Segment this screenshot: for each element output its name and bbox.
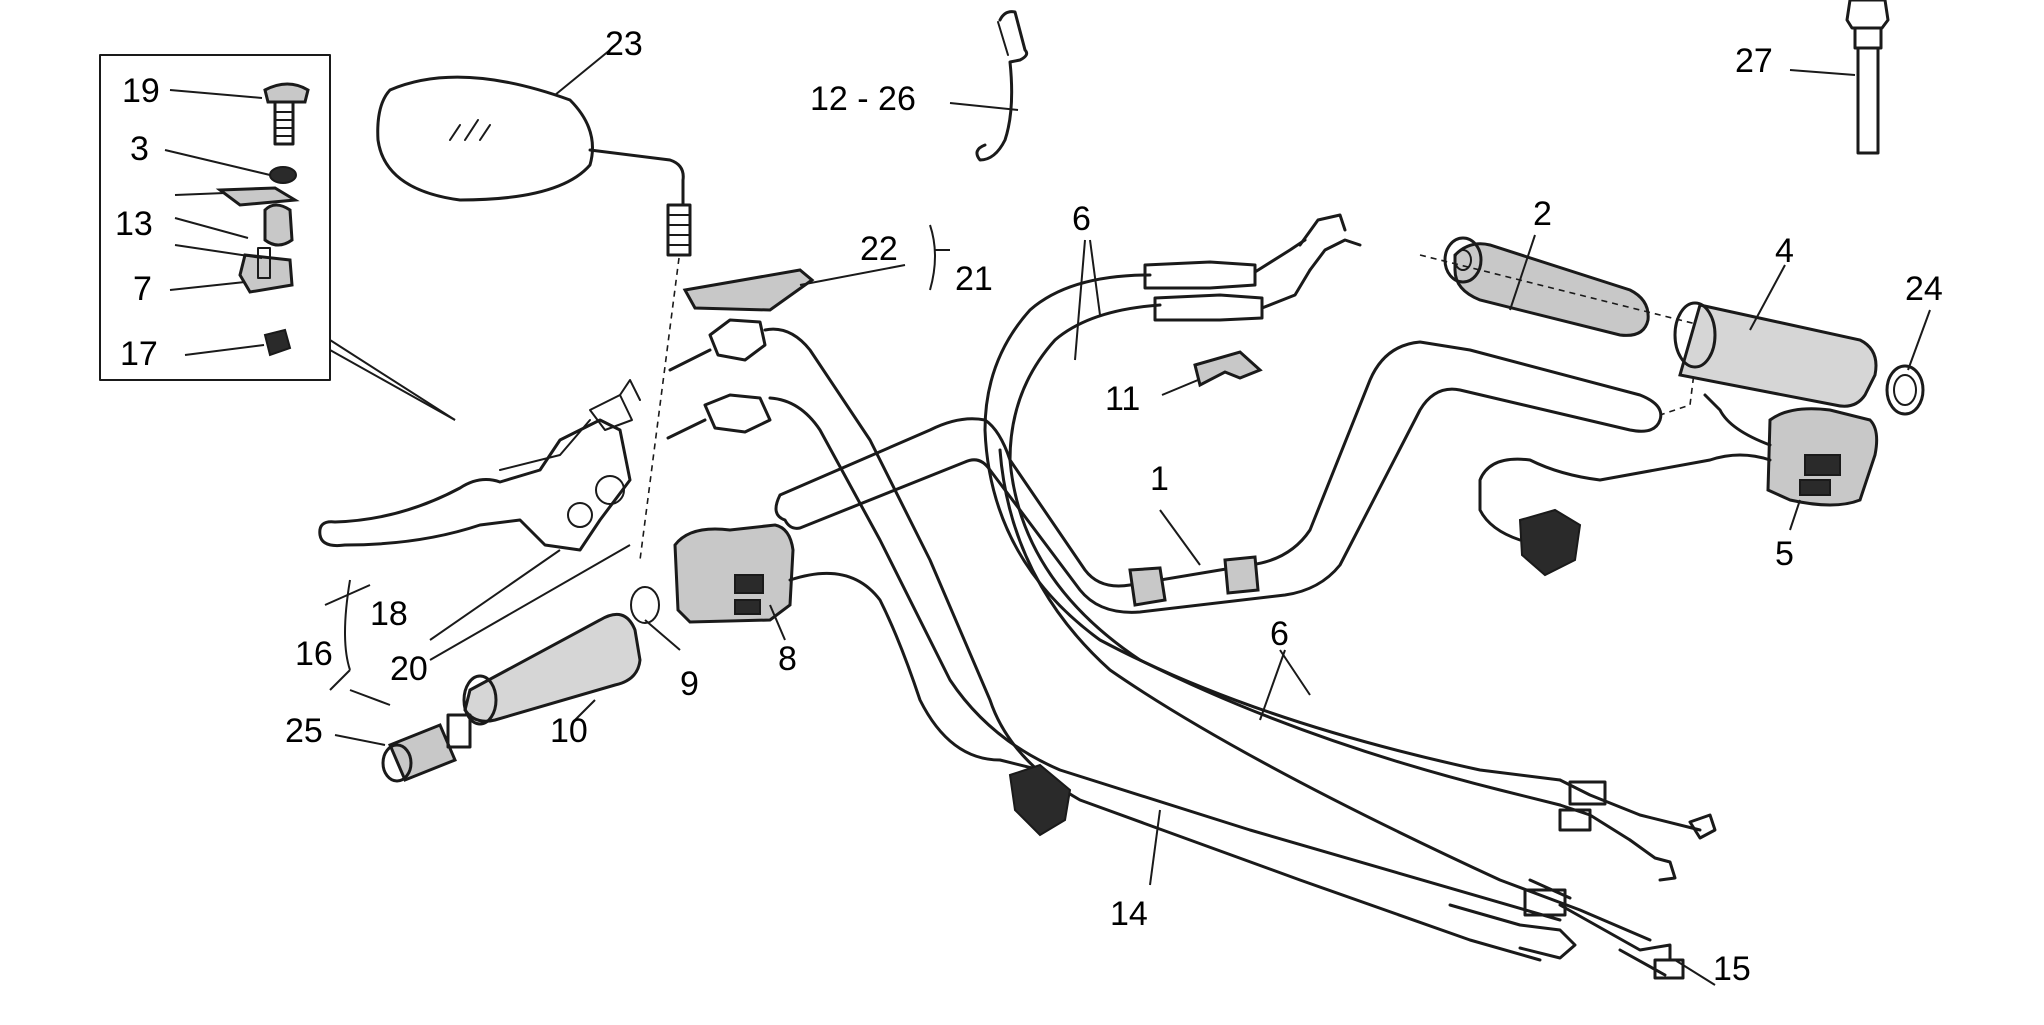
callout-22: 22: [860, 230, 898, 268]
switch-block-8: [673, 523, 1072, 837]
callout-12-26: 12 - 26: [810, 80, 916, 118]
callout-11: 11: [1105, 380, 1140, 418]
callout-16: 16: [295, 635, 333, 673]
bracket-7: [238, 247, 294, 294]
bracket-12-26: [975, 10, 1029, 162]
right-grip-4: [1673, 301, 1878, 408]
callout-24: 24: [1905, 270, 1943, 308]
callout-20: 20: [390, 650, 428, 688]
callout-21: 21: [955, 260, 993, 298]
front-cables-14: [998, 448, 1672, 962]
callout-5: 5: [1775, 535, 1794, 573]
bar-end-weight-25: [381, 713, 472, 783]
throttle-cables-6: [983, 213, 1717, 882]
callout-27: 27: [1735, 42, 1773, 80]
callout-10: 10: [550, 712, 588, 750]
switch-block-5: [1478, 393, 1879, 577]
callout-18: 18: [370, 595, 408, 633]
callout-6-upper: 6: [1072, 200, 1091, 238]
clip-11: [1193, 350, 1263, 388]
callout-13: 13: [115, 205, 153, 243]
washer-3: [269, 166, 297, 184]
brake-lever-16: [318, 379, 641, 552]
callout-4: 4: [1775, 232, 1794, 270]
nut-17: [263, 328, 292, 357]
callout-2: 2: [1533, 195, 1552, 233]
washer-9: [630, 586, 660, 624]
switch-22: [682, 268, 815, 312]
callout-19: 19: [122, 72, 160, 110]
leader-lines: [164, 49, 1931, 986]
callout-6-lower: 6: [1270, 615, 1289, 653]
detail-inset: [99, 54, 456, 421]
bracket-13: [215, 186, 300, 247]
handlebar-1: [774, 340, 1663, 614]
callout-labels: 19 3 13 7 17 23 12 - 26 22 21 6 11 2 4 2…: [115, 25, 1943, 988]
throttle-sleeve-2: [1419, 236, 1701, 416]
callout-9: 9: [680, 665, 699, 703]
callout-17: 17: [120, 335, 158, 373]
callout-14: 14: [1110, 895, 1148, 933]
callout-8: 8: [778, 640, 797, 678]
ring-24: [1885, 364, 1925, 416]
left-grip-10: [462, 612, 642, 726]
pin-27: [1845, 0, 1890, 155]
mirror-23: [376, 75, 692, 561]
callout-15: 15: [1713, 950, 1751, 988]
screw-19: [263, 82, 310, 146]
callout-1: 1: [1150, 460, 1169, 498]
callout-25: 25: [285, 712, 323, 750]
callout-7: 7: [133, 270, 152, 308]
callout-3: 3: [130, 130, 149, 168]
callout-23: 23: [605, 25, 643, 63]
